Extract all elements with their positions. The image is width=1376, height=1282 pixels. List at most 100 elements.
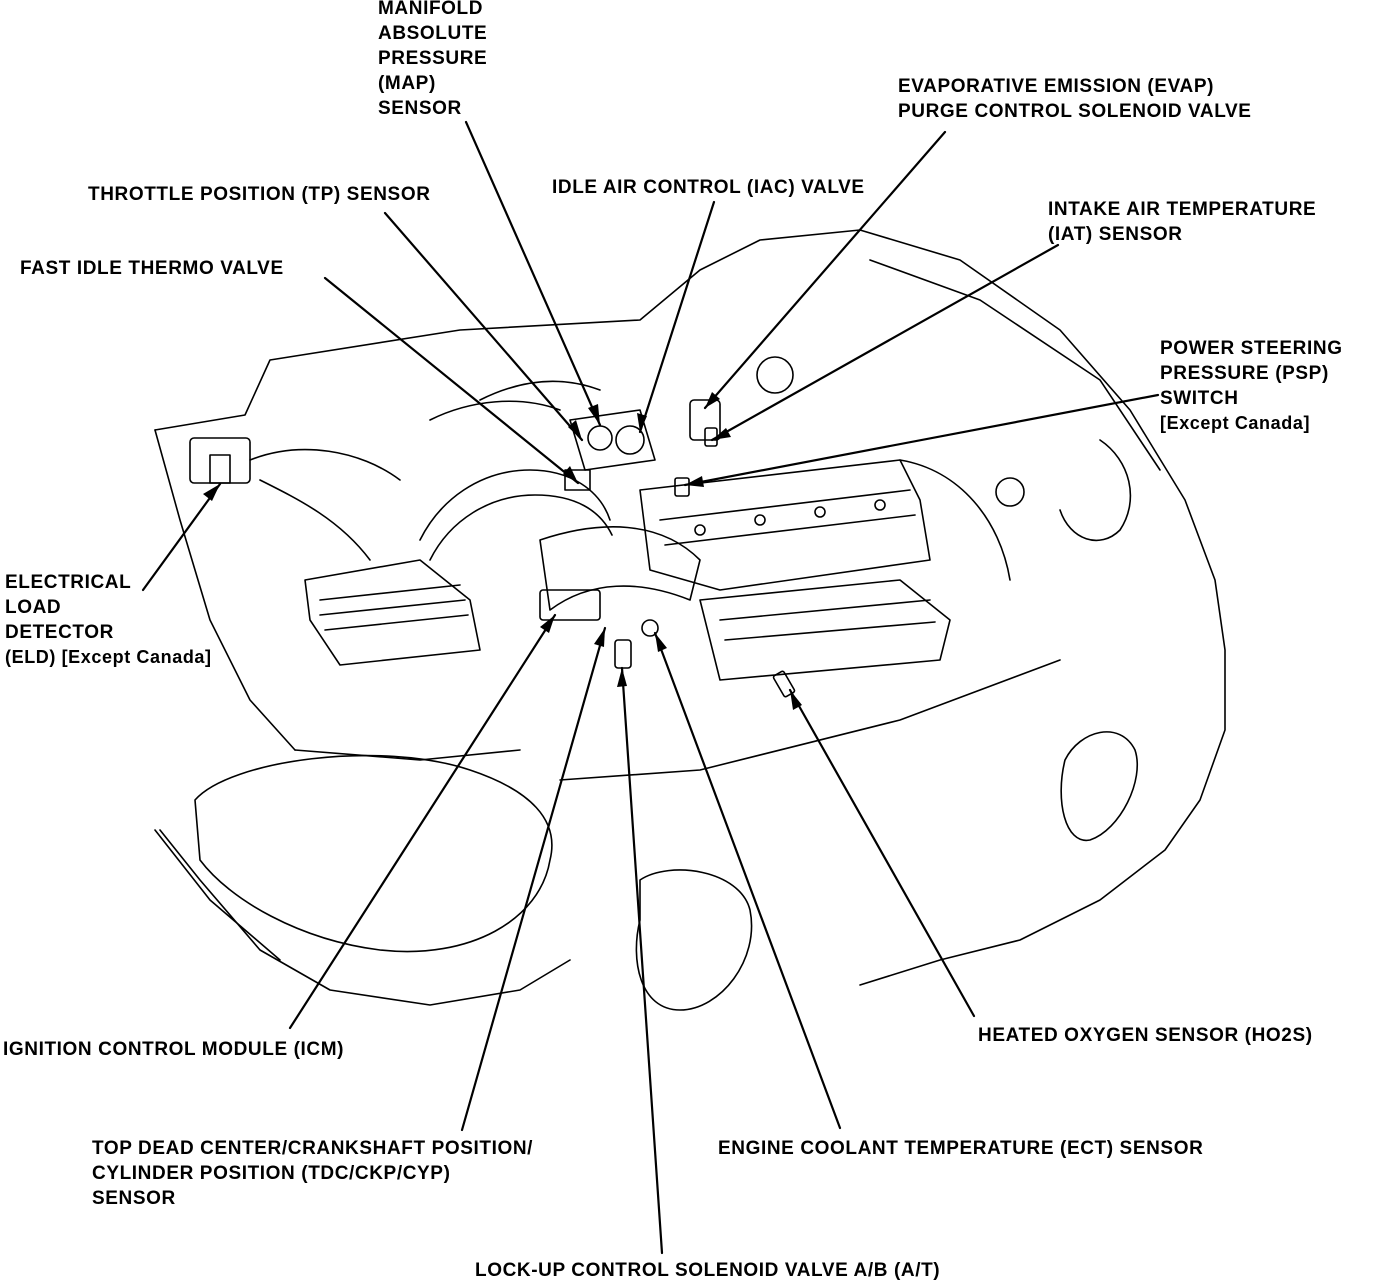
psp-switch-label: POWER STEERING PRESSURE (PSP) SWITCH [Ex… — [1160, 336, 1343, 436]
eld-line-1: ELECTRICAL — [5, 572, 132, 593]
tp-sensor-label: THROTTLE POSITION (TP) SENSOR — [88, 182, 431, 207]
arrow-iat — [712, 428, 731, 440]
fast-idle-valve — [564, 469, 591, 491]
fog-lamp — [635, 869, 753, 1011]
inner-body-line — [294, 749, 521, 761]
arrow-lockup — [617, 668, 627, 687]
arrow-map — [588, 404, 600, 425]
arrow-tp — [568, 420, 582, 440]
bolt-1 — [694, 524, 706, 536]
intake-manifold — [539, 526, 701, 611]
map-line-5: SENSOR — [378, 98, 462, 119]
evap-line-2: PURGE CONTROL SOLENOID VALVE — [898, 101, 1252, 122]
leader-ect — [653, 631, 842, 1130]
leader-tdc — [460, 626, 607, 1132]
intake-duct-2 — [429, 494, 613, 561]
front-body-right — [869, 259, 1161, 471]
battery — [189, 437, 251, 484]
arrow-psp — [685, 476, 704, 487]
leader-eld — [141, 482, 222, 592]
tdc-line-1: TOP DEAD CENTER/CRANKSHAFT POSITION/ — [92, 1138, 534, 1159]
strut-tower-right — [1059, 439, 1132, 542]
exhaust-runners — [719, 599, 936, 641]
brake-reservoir — [756, 356, 794, 394]
eld-label: ELECTRICAL LOAD DETECTOR (ELD) [Except C… — [5, 570, 212, 670]
eld-line-2: LOAD — [5, 597, 62, 618]
leader-psp — [683, 393, 1160, 487]
icm-box — [539, 589, 601, 621]
psp-line-3: SWITCH — [1160, 388, 1239, 409]
leader-iac — [638, 200, 716, 434]
arrow-tdc — [594, 628, 605, 647]
evap-valve-label: EVAPORATIVE EMISSION (EVAP) PURGE CONTRO… — [898, 74, 1252, 124]
tdc-ckp-cyp-sensor-label: TOP DEAD CENTER/CRANKSHAFT POSITION/ CYL… — [92, 1136, 533, 1211]
tp-line-1: THROTTLE POSITION (TP) SENSOR — [88, 184, 431, 205]
map-line-2: ABSOLUTE — [378, 23, 488, 44]
iac-line-1: IDLE AIR CONTROL (IAC) VALVE — [552, 177, 865, 198]
bolt-2 — [754, 514, 766, 526]
arrow-eld — [203, 484, 220, 501]
leader-fitv — [323, 276, 580, 485]
eld-line-4: (ELD) [Except Canada] — [5, 647, 212, 667]
lockup-line-1: LOCK-UP CONTROL SOLENOID VALVE A/B (A/T) — [475, 1260, 941, 1281]
fender-left — [154, 429, 296, 751]
throttle-body — [569, 409, 656, 471]
arrow-ect — [655, 633, 667, 652]
reservoir-cap — [995, 477, 1025, 507]
tdc-line-3: SENSOR — [92, 1188, 176, 1209]
arrow-evap — [705, 392, 720, 408]
ect-sensor — [641, 619, 659, 637]
bumper-lower — [154, 829, 281, 961]
exhaust-manifold — [699, 579, 951, 681]
left-wiring — [249, 448, 401, 561]
arrow-fitv — [563, 466, 578, 483]
map-line-4: (MAP) — [378, 73, 436, 94]
elc-box — [209, 454, 231, 484]
iac-valve-label: IDLE AIR CONTROL (IAC) VALVE — [552, 175, 865, 200]
bumper-outline — [159, 829, 571, 1006]
hood-outline — [154, 229, 1226, 986]
leader-evap — [703, 130, 947, 410]
lockup-solenoid-label: LOCK-UP CONTROL SOLENOID VALVE A/B (A/T) — [475, 1258, 940, 1282]
psp-line-4: [Except Canada] — [1160, 413, 1311, 433]
arrow-icm — [540, 615, 555, 633]
arrow-iac — [637, 413, 647, 432]
icm-line-1: IGNITION CONTROL MODULE (ICM) — [3, 1039, 345, 1060]
icm-label: IGNITION CONTROL MODULE (ICM) — [3, 1037, 344, 1062]
leader-ho2s — [788, 688, 976, 1018]
tdc-line-2: CYLINDER POSITION (TDC/CKP/CYP) — [92, 1163, 451, 1184]
leader-map — [464, 120, 602, 427]
iat-line-2: (IAT) SENSOR — [1048, 224, 1183, 245]
ect-sensor-label: ENGINE COOLANT TEMPERATURE (ECT) SENSOR — [718, 1136, 1203, 1161]
map-sensor-body — [587, 425, 613, 451]
map-line-1: MANIFOLD — [378, 0, 484, 19]
bolt-3 — [814, 506, 826, 518]
iat-sensor-label: INTAKE AIR TEMPERATURE (IAT) SENSOR — [1048, 197, 1316, 247]
arrow-ho2s — [790, 690, 802, 710]
eld-line-3: DETECTOR — [5, 622, 114, 643]
psp-line-1: POWER STEERING — [1160, 338, 1343, 359]
ho2s-label: HEATED OXYGEN SENSOR (HO2S) — [978, 1023, 1313, 1048]
intake-duct — [419, 469, 611, 541]
lockup-solenoid — [614, 639, 632, 669]
fitv-line-1: FAST IDLE THERMO VALVE — [20, 258, 284, 279]
leader-iat — [710, 243, 1060, 442]
front-left-light — [194, 754, 553, 953]
psp-line-2: PRESSURE (PSP) — [1160, 363, 1329, 384]
leader-icm — [288, 613, 557, 1030]
psp-switch — [674, 477, 690, 497]
valve-cover — [639, 459, 931, 591]
air-box — [304, 559, 481, 666]
leader-lockup — [620, 666, 664, 1255]
map-line-3: PRESSURE — [378, 48, 488, 69]
grille-line — [559, 659, 1061, 781]
front-right-lamp — [1060, 731, 1138, 841]
valve-cover-detail — [659, 489, 916, 546]
ect-line-1: ENGINE COOLANT TEMPERATURE (ECT) SENSOR — [718, 1138, 1204, 1159]
bolt-4 — [874, 499, 886, 511]
firewall-hoses — [429, 380, 601, 421]
evap-line-1: EVAPORATIVE EMISSION (EVAP) — [898, 76, 1215, 97]
ho2s-sensor — [772, 670, 796, 698]
